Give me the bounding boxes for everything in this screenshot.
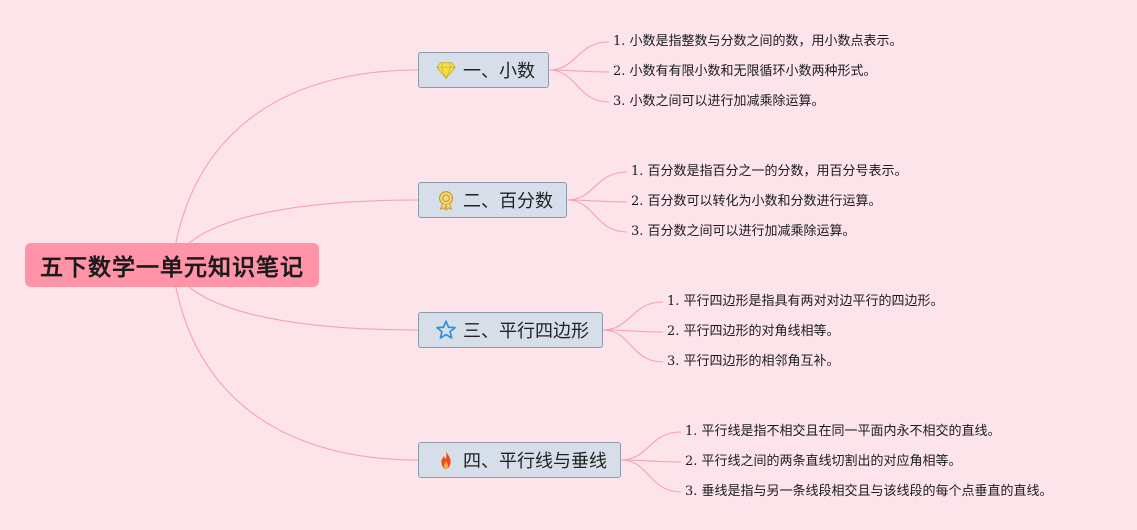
leaf-item[interactable]: 1. 百分数是指百分之一的分数，用百分号表示。: [631, 164, 908, 179]
branch-topic-parallelogram[interactable]: 三、平行四边形: [418, 312, 603, 348]
branch-topic-label: 三、平行四边形: [463, 321, 589, 342]
leaf-item[interactable]: 1. 小数是指整数与分数之间的数，用小数点表示。: [613, 34, 903, 49]
leaf-connector: [548, 41, 610, 71]
leaf-connector: [602, 301, 664, 331]
branch-topic-parallel-perpendicular[interactable]: 四、平行线与垂线: [418, 442, 621, 478]
root-topic[interactable]: 五下数学一单元知识笔记: [25, 243, 319, 287]
branch-topic-label: 一、小数: [463, 61, 535, 82]
leaf-item[interactable]: 3. 小数之间可以进行加减乘除运算。: [613, 94, 825, 109]
leaf-item[interactable]: 1. 平行四边形是指具有两对对边平行的四边形。: [667, 294, 944, 309]
branch-topic-decimals[interactable]: 一、小数: [418, 52, 549, 88]
leaf-item[interactable]: 2. 小数有有限小数和无限循环小数两种形式。: [613, 64, 877, 79]
branch-topic-label: 二、百分数: [463, 191, 553, 212]
leaf-connector: [566, 199, 628, 233]
star-icon: [435, 319, 457, 341]
leaf-connector: [566, 171, 628, 201]
root-connector: [171, 264, 419, 461]
leaf-item[interactable]: 3. 垂线是指与另一条线段相交且与该线段的每个点垂直的直线。: [685, 484, 1053, 499]
leaf-connector: [548, 69, 610, 103]
leaf-item[interactable]: 1. 平行线是指不相交且在同一平面内永不相交的直线。: [685, 424, 1001, 439]
leaf-connector: [620, 459, 682, 493]
leaf-item[interactable]: 3. 百分数之间可以进行加减乘除运算。: [631, 224, 856, 239]
fire-icon: [435, 449, 457, 471]
gem-icon: [435, 59, 457, 81]
leaf-item[interactable]: 2. 百分数可以转化为小数和分数进行运算。: [631, 194, 882, 209]
root-topic-label: 五下数学一单元知识笔记: [40, 255, 304, 281]
leaf-connector: [620, 431, 682, 461]
medal-icon: [435, 189, 457, 211]
root-connector: [171, 69, 419, 266]
leaf-item[interactable]: 2. 平行线之间的两条直线切割出的对应角相等。: [685, 454, 962, 469]
branch-topic-percentages[interactable]: 二、百分数: [418, 182, 567, 218]
leaf-item[interactable]: 2. 平行四边形的对角线相等。: [667, 324, 840, 339]
branch-topic-label: 四、平行线与垂线: [463, 451, 607, 472]
leaf-item[interactable]: 3. 平行四边形的相邻角互补。: [667, 354, 840, 369]
leaf-connector: [602, 329, 664, 363]
